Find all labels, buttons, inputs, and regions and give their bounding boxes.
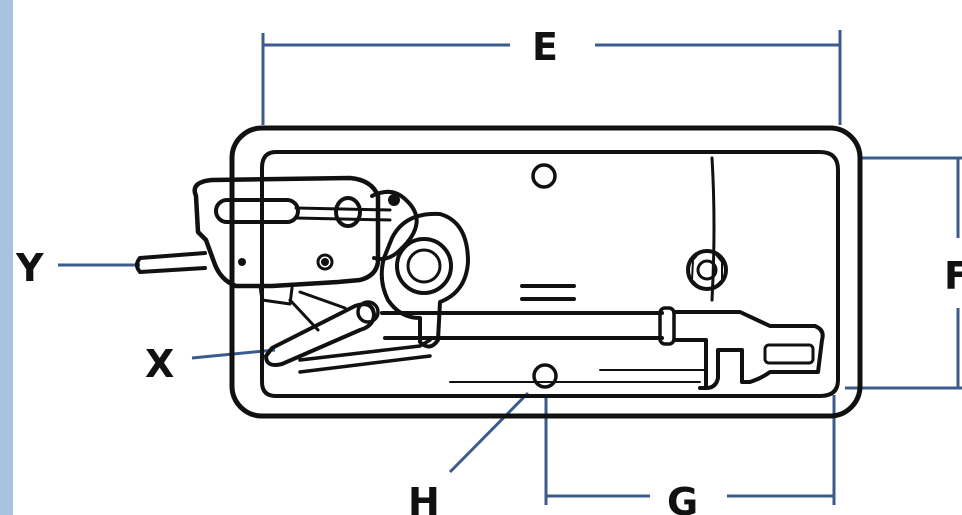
- lower-guide-bar: [298, 338, 432, 374]
- label-e: E: [532, 25, 558, 69]
- linkage-rod: [380, 311, 664, 340]
- screw-nut-hex: [691, 251, 723, 289]
- screw-nut-outer: [686, 249, 728, 291]
- rod-hook: [672, 310, 825, 390]
- label-g: G: [667, 480, 698, 515]
- leader-h: [448, 391, 530, 474]
- dimension-lines: [58, 30, 962, 505]
- screw-nut-inner: [696, 259, 718, 281]
- bottom-mount-hole: [532, 363, 558, 389]
- actuator-rod: [135, 251, 207, 274]
- pin-link-2: [294, 216, 392, 222]
- cam-hub-outer: [395, 237, 453, 295]
- top-mount-hole: [531, 163, 557, 189]
- left-edge-bar: [0, 0, 13, 515]
- pin-link: [294, 206, 392, 212]
- hook-slot: [763, 343, 815, 365]
- label-y: Y: [15, 246, 44, 290]
- cam-hub-inner: [406, 248, 442, 284]
- lever-plate: [192, 175, 381, 289]
- lever-inner-edge-2: [298, 290, 347, 310]
- latch-housing: [135, 125, 863, 419]
- housing-outer-flange: [229, 125, 863, 419]
- housing-inner-recess: [260, 150, 840, 398]
- recess-shading: [449, 369, 706, 383]
- cam-body: [379, 211, 470, 349]
- spring-arm: [370, 189, 419, 261]
- plate-slot: [214, 198, 300, 224]
- plate-hole-right-ring: [316, 253, 334, 271]
- label-x: X: [145, 342, 174, 386]
- plate-ledge: [258, 284, 294, 306]
- diagonal-lever: [264, 302, 376, 367]
- plate-hole-left: [238, 258, 246, 266]
- plate-pin: [334, 196, 362, 228]
- lever-inner-edge: [288, 298, 320, 332]
- spring-rivet: [388, 194, 400, 206]
- pocket-divider: [710, 156, 716, 302]
- label-h: H: [408, 480, 440, 515]
- rod-collar: [658, 306, 676, 346]
- label-f: F: [944, 254, 962, 298]
- cam-pivot: [356, 300, 380, 324]
- plate-hole-right: [321, 258, 329, 266]
